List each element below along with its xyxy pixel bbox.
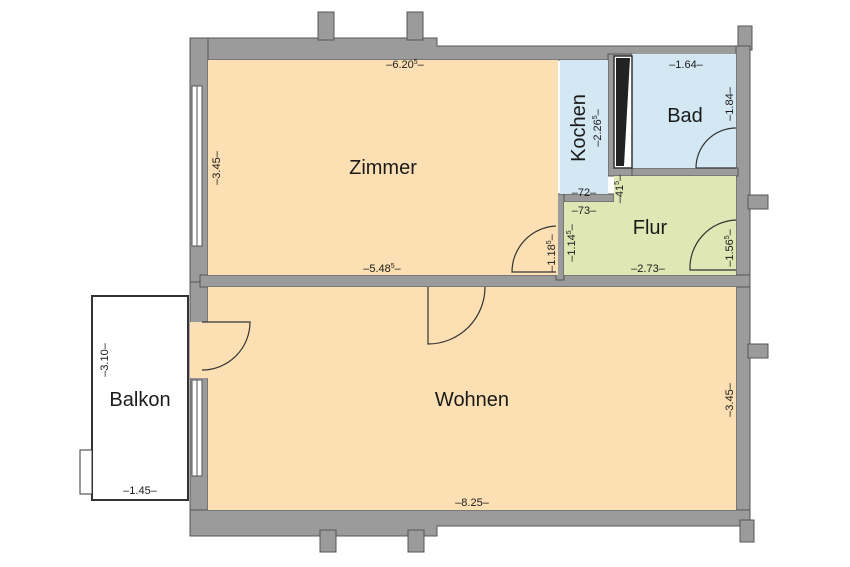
room-zimmer — [208, 60, 558, 275]
dim-flur-41: –415– — [614, 174, 626, 203]
dim-flur-width: –2.73– — [631, 263, 666, 275]
wall-stub-right-2 — [747, 343, 769, 359]
wall-middle — [199, 274, 751, 288]
label-kochen: Kochen — [568, 94, 590, 162]
wall-stub-top-2 — [406, 11, 424, 41]
dim-flur-118: –1.185– — [546, 233, 558, 271]
wall-stub-bottom-1 — [319, 529, 337, 553]
door-bad — [695, 127, 737, 169]
dim-flur-73: –73– — [572, 205, 597, 217]
dim-flur-114: –1.145– — [566, 223, 578, 261]
dim-balkon-width: –1.45– — [123, 485, 158, 497]
dim-wohnen-height: –3.45– — [724, 382, 736, 417]
wall-bad-flur — [613, 167, 739, 177]
dim-zimmer-width: –6.205– — [386, 59, 424, 71]
balcony-rail-stub — [79, 449, 93, 495]
dim-bad-height: –1.84– — [724, 86, 736, 121]
dim-kochen-width: –72– — [572, 187, 597, 199]
dim-bad-width: –1.64– — [669, 59, 704, 71]
wall-stub-right-1 — [747, 194, 769, 210]
dim-kochen-height: –2.265– — [592, 108, 604, 146]
wall-stub-bottom-2 — [407, 529, 425, 553]
windows — [79, 85, 208, 495]
bad-shaft-fill — [616, 58, 630, 166]
door-zimmer-wohnen — [427, 286, 486, 345]
label-zimmer: Zimmer — [349, 157, 417, 179]
wall-bottom — [189, 509, 751, 537]
dim-wohnen-width: –8.25– — [455, 497, 490, 509]
label-bad: Bad — [667, 105, 703, 127]
door-balcony — [201, 321, 251, 371]
label-wohnen: Wohnen — [435, 389, 509, 411]
wall-stub-top-1 — [317, 11, 335, 41]
doors — [201, 127, 737, 371]
wall-stub-bottom-3 — [739, 519, 755, 543]
dim-zimmer-bottom: –5.485– — [363, 263, 401, 275]
dim-flur-156: –1.565– — [724, 228, 736, 266]
dimensions: –6.205– –3.45– –5.485– –2.265– –72– –1.6… — [99, 59, 736, 509]
label-flur: Flur — [633, 217, 668, 239]
label-balkon: Balkon — [109, 389, 170, 411]
balcony-door-opening — [190, 322, 208, 378]
dim-balkon-height: –3.10– — [99, 342, 111, 377]
door-entrance — [689, 219, 737, 271]
dim-zimmer-height: –3.45– — [211, 150, 223, 185]
room-balkon — [91, 295, 189, 501]
room-kochen — [560, 60, 608, 194]
room-bad — [632, 54, 736, 168]
door-zimmer-flur — [511, 225, 557, 273]
